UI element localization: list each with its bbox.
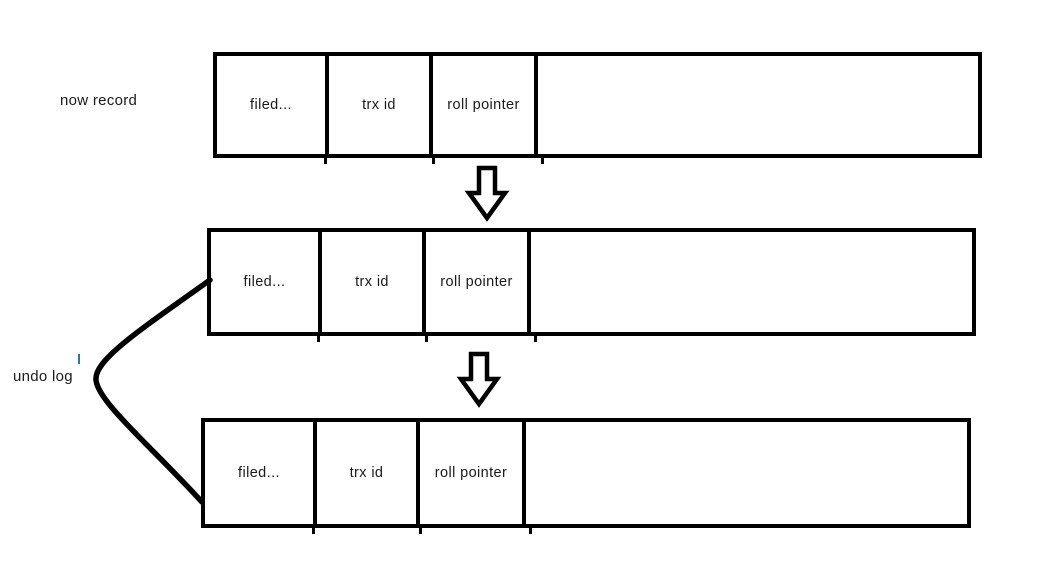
row3-cell-trx-id: trx id [313, 422, 416, 524]
row3-cell-filler [522, 422, 967, 524]
row1-cell-trx-id: trx id [325, 56, 429, 154]
down-arrow-icon-2 [456, 351, 502, 408]
row3-cell-roll-pointer: roll pointer [416, 422, 522, 524]
row3-divider-tick-1 [312, 527, 315, 534]
row1-cell-field: filed... [250, 97, 292, 113]
now-record-row: filed... trx id roll pointer [213, 52, 982, 158]
row2-divider-tick-1 [317, 335, 320, 342]
row3-divider-tick-3 [529, 527, 532, 534]
undo-log-label: undo log [13, 368, 73, 385]
undo-log-row-1: filed... trx id roll pointer [207, 228, 976, 336]
row2-cell-roll-pointer: roll pointer [422, 232, 527, 332]
row1-cell-filler [534, 56, 978, 154]
row3-cell-field: filed... [238, 465, 280, 481]
undo-log-link-curve [93, 277, 213, 505]
down-arrow-icon-1 [464, 165, 510, 222]
text-caret-icon [78, 354, 80, 364]
row1-cell-roll-pointer: roll pointer [429, 56, 534, 154]
now-record-label: now record [60, 92, 138, 109]
row1-divider-tick-1 [324, 157, 327, 164]
row2-divider-tick-3 [534, 335, 537, 342]
row2-cell-field: filed... [243, 274, 286, 290]
row1-divider-tick-3 [541, 157, 544, 164]
row2-cell-filler [527, 232, 972, 332]
row2-divider-tick-2 [425, 335, 428, 342]
row2-cell-trx-id: trx id [318, 232, 422, 332]
undo-log-row-2: filed... trx id roll pointer [201, 418, 971, 528]
row1-divider-tick-2 [432, 157, 435, 164]
row3-divider-tick-2 [419, 527, 422, 534]
